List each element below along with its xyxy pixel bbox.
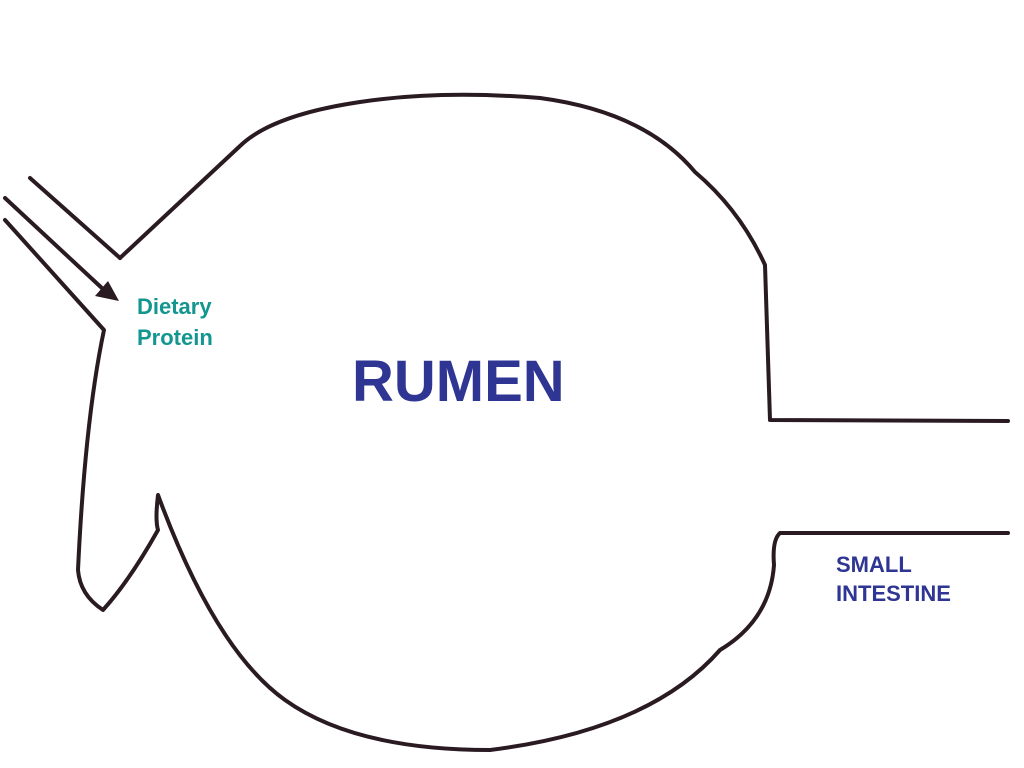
arrow-shaft xyxy=(3,196,106,292)
rumen-outline xyxy=(118,92,1010,423)
dietary-protein-label: Dietary Protein xyxy=(137,294,213,350)
rumen-outline-lower xyxy=(3,218,1010,752)
rumen-label: RUMEN xyxy=(352,349,565,414)
esophagus-upper-wall xyxy=(28,176,122,260)
arrow-right-down-icon xyxy=(95,281,119,301)
small-intestine-label: SMALL INTESTINE xyxy=(836,552,951,606)
